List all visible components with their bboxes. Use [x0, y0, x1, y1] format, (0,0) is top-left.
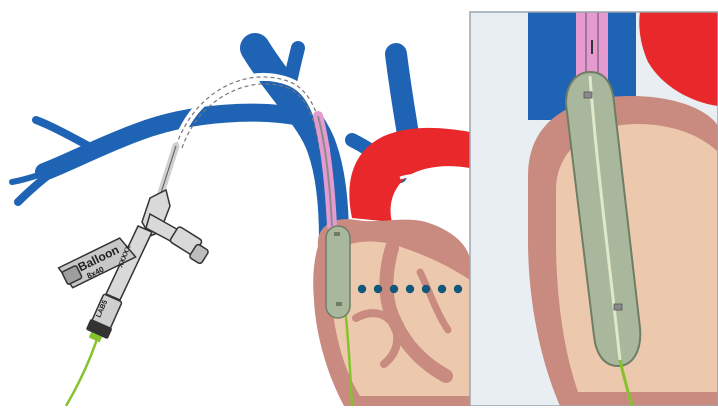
anatomy-overview	[12, 48, 470, 406]
balloon-marker-bottom	[336, 302, 342, 306]
aorta-vessel	[400, 175, 458, 186]
inset-marker-top	[584, 92, 592, 98]
balloon-marker-top	[334, 232, 340, 236]
balloon-catheter-handle: Balloon 8x40 XXXXX LAB5	[59, 146, 210, 406]
inset-marker-bottom	[614, 304, 622, 310]
vein-branch-upper	[36, 120, 96, 150]
catheter-shaft-outline	[160, 146, 176, 196]
venous-system	[12, 48, 408, 240]
guidewire-proximal	[66, 330, 100, 406]
right-vein-branch	[396, 54, 408, 134]
zoomed-inset	[470, 12, 718, 406]
